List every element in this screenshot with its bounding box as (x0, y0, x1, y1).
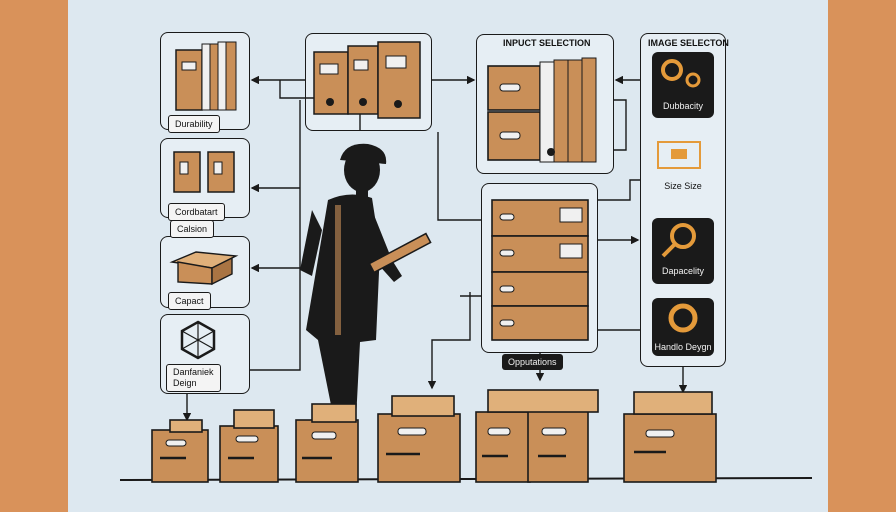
filing-cabinet-icon (487, 57, 597, 163)
opputations-label: Opputations (502, 354, 563, 370)
file-boxes-row (119, 389, 813, 483)
calsion-label: Calsion (170, 220, 215, 238)
capact-label: Capact (168, 292, 211, 310)
durability-label: Durability (168, 115, 220, 133)
drawer-stack-icon (491, 199, 589, 341)
tile-label-size-size: Size Size (664, 181, 702, 191)
image-selection-title: IMAGE SELECTON (648, 38, 729, 48)
small-boxes-icon (173, 151, 235, 193)
tile-label-dapacelity: Dapacelity (661, 266, 705, 276)
connector-lines (182, 75, 688, 422)
tile-label-handlo-deygn: Handlo Deygn (654, 342, 712, 352)
hexagon-icon (180, 320, 216, 360)
binders-icon-small (175, 41, 237, 111)
clipboard-icon (368, 232, 432, 274)
binders-icon-large (313, 41, 421, 119)
input-selection-title: INPUCT SELECTION (503, 38, 591, 48)
danfaniek-line2: Deign (173, 378, 197, 388)
tile-label-dubbacity: Dubbacity (662, 101, 704, 111)
cordbatart-label: Cordbatart (168, 203, 225, 221)
danfaniek-label: Danfaniek Deign (166, 364, 221, 392)
danfaniek-line1: Danfaniek (173, 367, 214, 377)
person-silhouette (300, 143, 402, 472)
open-box-icon (169, 251, 239, 286)
